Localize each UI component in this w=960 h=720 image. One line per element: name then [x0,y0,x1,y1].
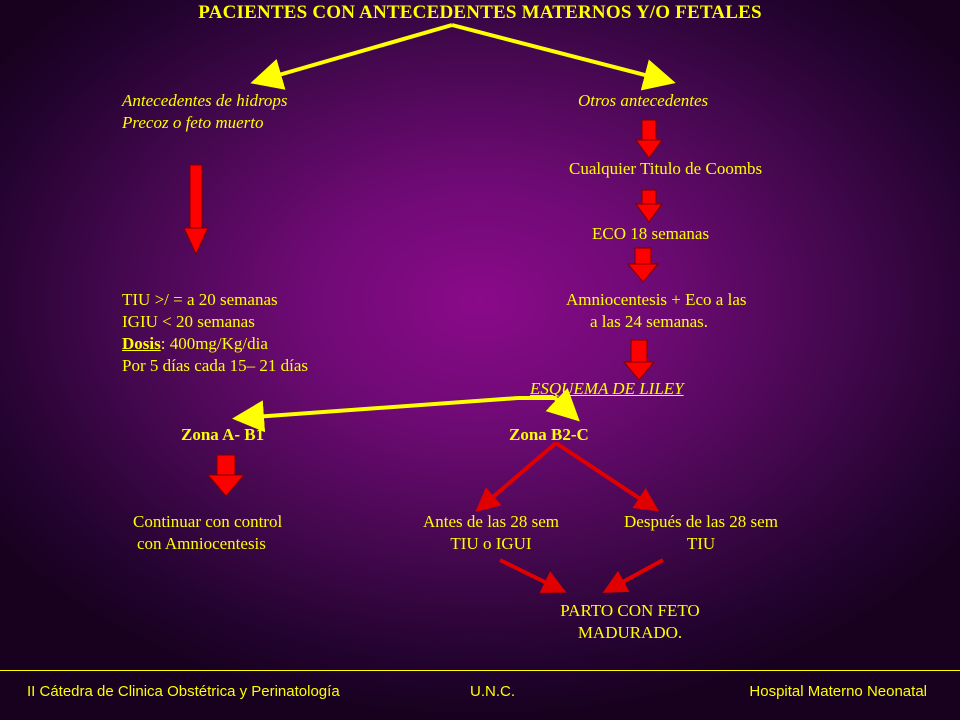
step-eco-18: ECO 18 semanas [592,224,710,243]
treatment-line-2: IGIU < 20 semanas [122,312,255,331]
outcome-line-1: PARTO CON FETO [560,601,700,620]
connector-liley-to-zone-b [518,387,580,422]
slide-title: PACIENTES CON ANTECEDENTES MATERNOS Y/O … [198,2,762,23]
outcome-delivery: PARTO CON FETO MADURADO. [530,600,730,644]
after-28-line-1: Después de las 28 sem [624,512,778,531]
footer-center: U.N.C. [470,683,515,700]
dose-label: Dosis [122,334,161,353]
before-28-weeks: Antes de las 28 sem TIU o IGUI [405,511,577,555]
left-heading-line-2: Precoz o feto muerto [122,113,264,132]
block-arrow-zone-a-down [206,454,246,497]
treatment-dose-line: Dosis: 400mg/Kg/dia [122,333,308,355]
block-arrow-left-down [183,164,209,256]
connector-liley-to-zone-a [232,396,519,433]
amnio-line-1: Amniocentesis + Eco a las [566,290,747,309]
footer-divider [0,670,960,671]
zone-a-action-line-1: Continuar con control [133,512,283,531]
arrow-after-28-to-outcome [602,558,664,593]
zone-a-action-line-2: con Amniocentesis [137,534,266,553]
after-28-line-2: TIU [686,534,716,553]
left-branch-heading: Antecedentes de hidrops Precoz o feto mu… [122,90,288,134]
block-arrow-right-4 [622,339,656,381]
step-coombs: Cualquier Titulo de Coombs [569,159,763,178]
after-28-weeks: Después de las 28 sem TIU [603,511,799,555]
dose-value: : 400mg/Kg/dia [160,334,268,353]
step-amniocentesis: Amniocentesis + Eco a las a las 24 seman… [566,289,746,333]
arrow-before-28-to-outcome [499,558,567,593]
outcome-line-2: MADURADO. [577,623,683,642]
treatment-line-1: TIU >/ = a 20 semanas [122,290,278,309]
before-28-line-1: Antes de las 28 sem [423,512,559,531]
connector-title-to-right [451,23,676,91]
arrow-zone-b-to-after-28 [554,441,660,512]
block-arrow-right-3 [626,247,660,283]
connector-title-to-left [250,23,453,90]
zone-b: Zona B2-C [509,425,589,444]
before-28-line-2: TIU o IGUI [450,534,532,553]
liley-scheme: ESQUEMA DE LILEY [530,379,684,398]
footer-left: II Cátedra de Clinica Obstétrica y Perin… [27,683,340,700]
block-arrow-right-1 [635,119,663,159]
footer-right: Hospital Materno Neonatal [749,683,927,700]
left-heading-line-1: Antecedentes de hidrops [122,91,288,110]
amnio-line-2: a las 24 semanas. [590,312,709,331]
zone-a-action: Continuar con control con Amniocentesis [133,511,282,555]
left-treatment-block: TIU >/ = a 20 semanas IGIU < 20 semanas … [122,289,308,377]
zone-a: Zona A- B1 [181,425,265,444]
block-arrow-right-2 [635,189,663,223]
arrow-zone-b-to-before-28 [475,441,558,512]
right-branch-heading: Otros antecedentes [578,91,709,110]
treatment-line-4: Por 5 días cada 15– 21 días [122,356,309,375]
